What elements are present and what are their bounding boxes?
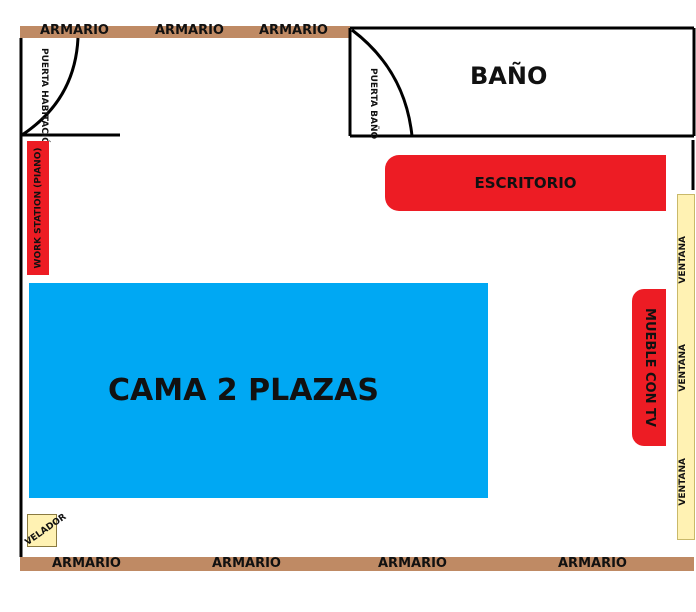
armario-top-label-1: ARMARIO [40, 23, 109, 38]
puerta-habitacion-label: PUERTA HABITACIÓN [39, 48, 49, 153]
mueble-tv-label: MUEBLE CON TV [641, 308, 657, 427]
escritorio: ESCRITORIO [385, 155, 666, 211]
armario-bottom-label-4: ARMARIO [558, 556, 627, 571]
armario-bottom-bar [20, 557, 694, 571]
armario-bottom-label-3: ARMARIO [378, 556, 447, 571]
cama-2-plazas: CAMA 2 PLAZAS [29, 283, 488, 498]
ventana-label-3: VENTANA [678, 458, 688, 506]
work-station-piano: WORK STATION (PIANO) [27, 141, 49, 275]
ventana-label-1: VENTANA [678, 236, 688, 284]
armario-top-label-2: ARMARIO [155, 23, 224, 38]
armario-top-bar [20, 26, 350, 38]
puerta-habitacion-arc [21, 37, 80, 137]
cama-label: CAMA 2 PLAZAS [108, 373, 379, 408]
puerta-bano-label: PUERTA BAÑO [368, 68, 378, 140]
velador [27, 514, 57, 547]
bano-label: BAÑO [470, 62, 548, 90]
ventana-strip [677, 194, 695, 540]
armario-bottom-label-1: ARMARIO [52, 556, 121, 571]
work-station-label: WORK STATION (PIANO) [33, 147, 43, 269]
ventana-label-2: VENTANA [678, 344, 688, 392]
puerta-bano-arc [351, 28, 414, 137]
armario-top-label-3: ARMARIO [259, 23, 328, 38]
mueble-con-tv: MUEBLE CON TV [632, 289, 666, 446]
escritorio-label: ESCRITORIO [474, 174, 577, 192]
armario-bottom-label-2: ARMARIO [212, 556, 281, 571]
